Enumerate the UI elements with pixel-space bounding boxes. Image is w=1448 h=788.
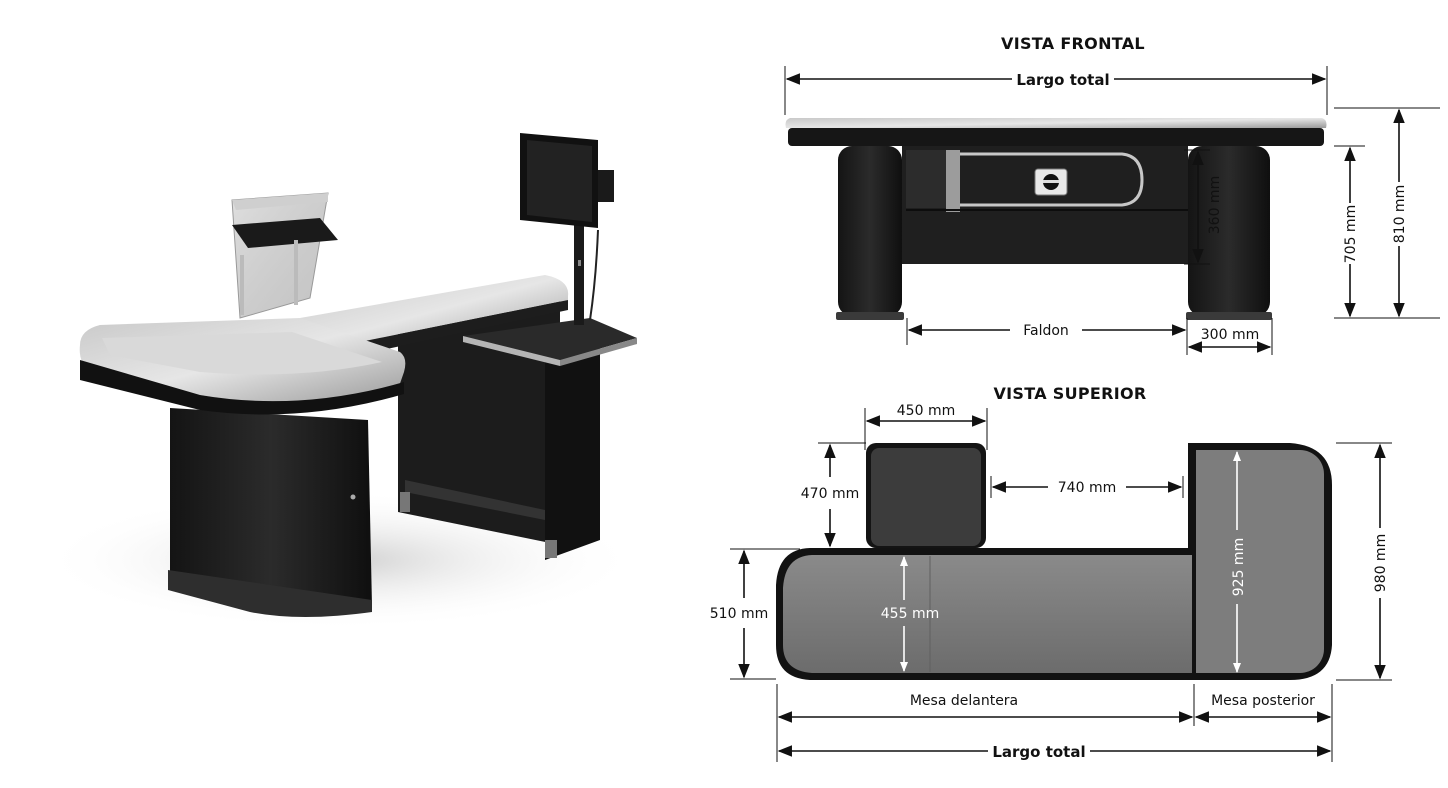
- gap-length-label: 740 mm: [1058, 480, 1116, 496]
- leg-width-label: 300 mm: [1201, 327, 1259, 343]
- top-view: VISTA SUPERIOR 450 mm 470 mm 740 mm: [710, 384, 1392, 762]
- belt-depth-label: 455 mm: [881, 606, 939, 622]
- top-counter-drawing: [776, 443, 1332, 680]
- rear-depth-label: 925 mm: [1231, 538, 1247, 596]
- front-overall-length-label: Largo total: [1016, 71, 1109, 89]
- drawer-height-label: 360 mm: [1207, 176, 1223, 234]
- total-depth-label: 980 mm: [1373, 534, 1389, 592]
- top-view-title: VISTA SUPERIOR: [993, 384, 1146, 403]
- front-depth-label: 510 mm: [710, 606, 768, 622]
- front-view-title: VISTA FRONTAL: [1001, 34, 1145, 53]
- top-overall-length-label: Largo total: [992, 743, 1085, 761]
- total-height-label: 810 mm: [1392, 185, 1408, 243]
- counter-3d-render: [40, 133, 640, 630]
- bagging-depth-label: 470 mm: [801, 486, 859, 502]
- skirt-label: Faldon: [1023, 323, 1069, 339]
- front-table-label: Mesa delantera: [910, 693, 1018, 709]
- front-counter-drawing: [785, 118, 1327, 320]
- bagging-width-label: 450 mm: [897, 403, 955, 419]
- inner-height-label: 705 mm: [1343, 205, 1359, 263]
- front-view: VISTA FRONTAL Largo total 360 m: [784, 34, 1440, 355]
- rear-table-label: Mesa posterior: [1211, 693, 1315, 709]
